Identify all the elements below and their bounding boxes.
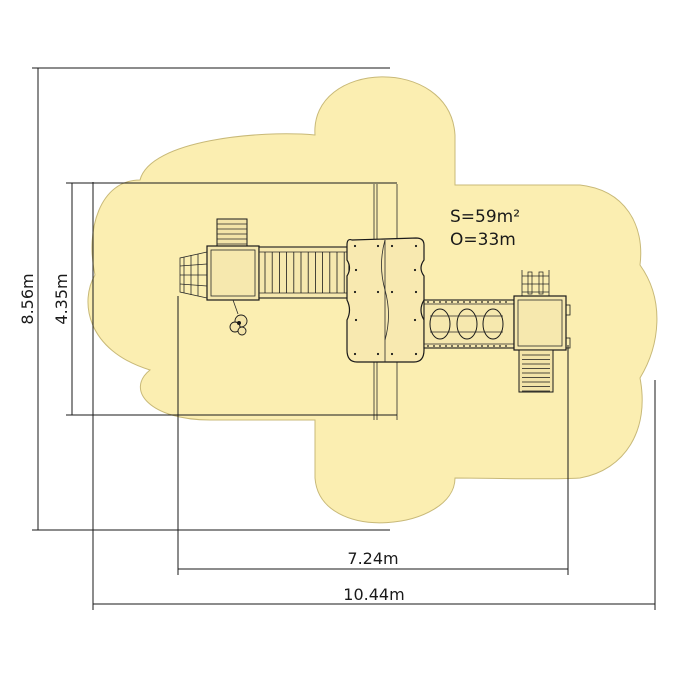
spiral-element	[229, 299, 248, 336]
left-platform	[206, 245, 260, 301]
top-ladder	[521, 270, 550, 296]
right-tower	[513, 270, 571, 393]
central-deck	[346, 237, 425, 363]
height-outer-label: 8.56m	[18, 273, 37, 324]
top-steps-rungs	[217, 223, 247, 245]
bridge-slats	[264, 252, 345, 293]
height-inner-label: 4.35m	[52, 273, 71, 324]
area-label: S=59m²	[450, 207, 520, 227]
left-tower	[179, 218, 260, 336]
perimeter-label: O=33m	[450, 230, 516, 250]
right-platform	[513, 295, 567, 351]
bottom-stairs	[518, 349, 554, 393]
tunnel-dots	[427, 301, 507, 347]
width-inner-label: 7.24m	[347, 549, 398, 568]
left-bridge	[258, 246, 350, 299]
climbing-net	[179, 251, 208, 299]
tunnel-rings	[429, 308, 504, 340]
width-outer-label: 10.44m	[343, 585, 404, 604]
dimension-lines	[32, 67, 656, 610]
right-tunnel	[423, 299, 515, 349]
deck-bolts	[353, 244, 418, 356]
